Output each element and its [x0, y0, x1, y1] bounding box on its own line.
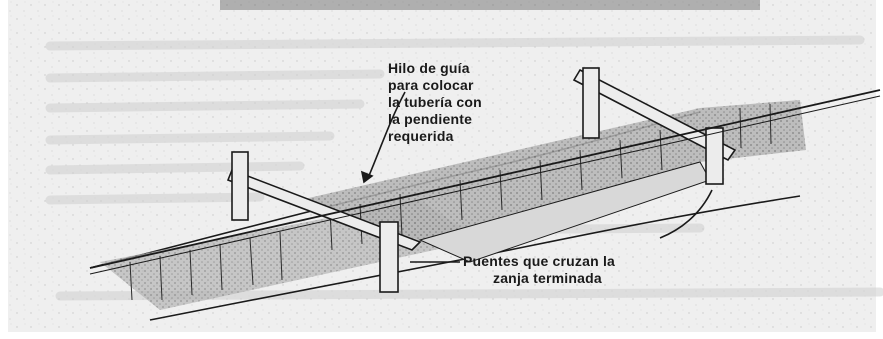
guide-label-line: requerida	[388, 128, 454, 144]
bridges-label-line: zanja terminada	[493, 270, 602, 286]
leader-lines	[360, 91, 713, 263]
left-bridge	[226, 151, 422, 293]
guide-label-line: para colocar	[388, 77, 474, 93]
guide-label-line: la tubería con	[388, 94, 482, 110]
guide-label-line: Hilo de guía	[388, 60, 470, 76]
bridges-label: Puentes que cruzan la zanja terminada	[463, 253, 615, 287]
bridges-label-line: Puentes que cruzan la	[463, 253, 616, 269]
guide-string	[89, 89, 881, 275]
top-dark-header	[220, 0, 760, 10]
guide-string-label: Hilo de guía para colocar la tubería con…	[388, 60, 528, 145]
guide-label-line: la pendiente	[388, 111, 473, 127]
